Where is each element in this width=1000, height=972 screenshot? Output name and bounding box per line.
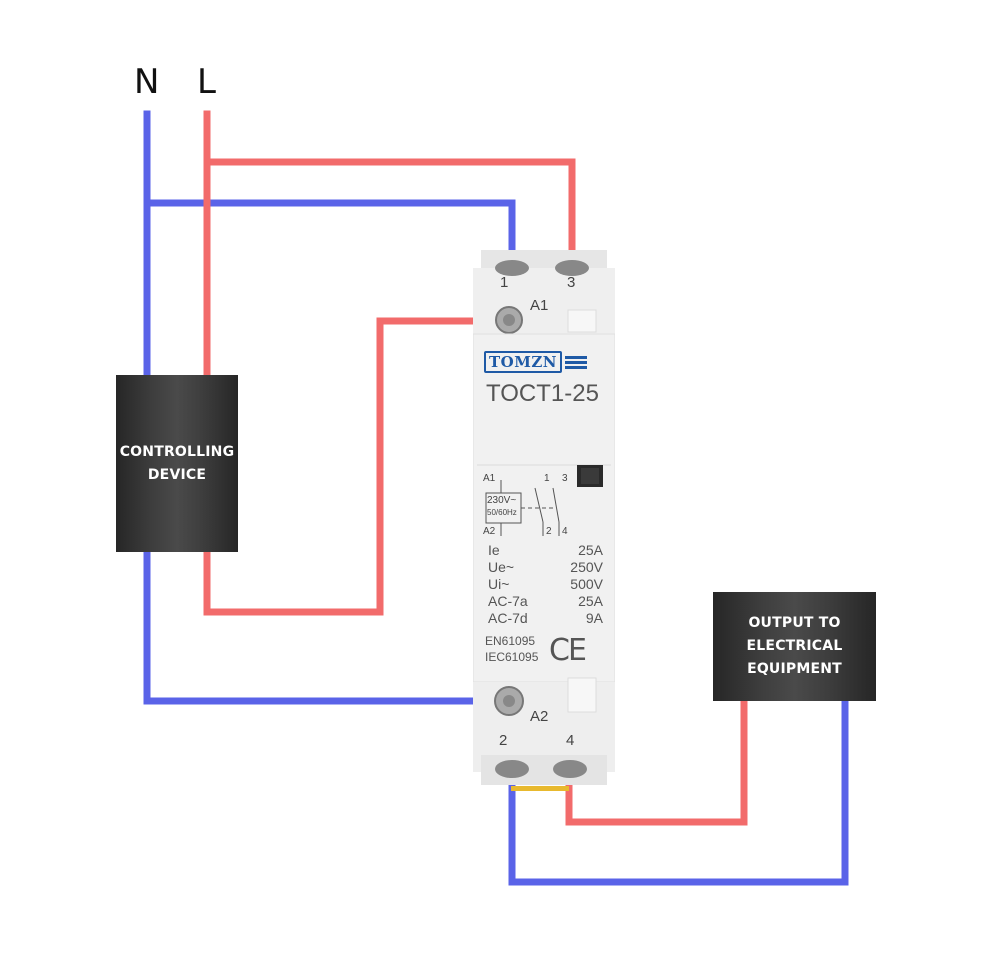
model-name: TOCT1-25 xyxy=(486,380,599,407)
output-device: OUTPUT TO ELECTRICAL EQUIPMENT xyxy=(713,592,876,701)
schematic-coil-freq: 50/60Hz xyxy=(487,508,517,517)
controlling-device-line2: DEVICE xyxy=(147,466,207,483)
output-device-line1: OUTPUT TO xyxy=(748,615,841,631)
schematic-a2: A2 xyxy=(483,526,496,537)
schematic-a1: A1 xyxy=(483,473,496,484)
contactor-body xyxy=(473,250,615,791)
terminal-3-label: 3 xyxy=(567,274,576,291)
wire-neutral-to-a2 xyxy=(143,546,509,705)
schematic-contact-2: 2 xyxy=(546,526,552,537)
schematic-contact-3: 3 xyxy=(562,473,568,484)
terminal-4-label: 4 xyxy=(566,732,575,749)
standard-en: EN61095 xyxy=(485,634,536,648)
brand-name: TOMZN xyxy=(484,351,562,373)
schematic-coil-voltage: 230V~ xyxy=(487,495,517,506)
schematic-contact-1: 1 xyxy=(544,473,550,484)
rating-row: Ue~250V xyxy=(488,559,603,575)
output-device-line2: ELECTRICAL xyxy=(746,638,843,654)
standard-iec: IEC61095 xyxy=(485,650,539,664)
output-device-line3: EQUIPMENT xyxy=(747,661,842,677)
wire-line-to-terminal-3 xyxy=(203,110,576,266)
schematic-lines xyxy=(485,480,560,536)
schematic-contact-4: 4 xyxy=(562,526,568,537)
standards: EN61095 IEC61095 xyxy=(485,633,538,665)
coil-schematic: A1 230V~ 50/60Hz A2 1 3 2 4 xyxy=(483,473,583,538)
wire-controller-to-a1 xyxy=(203,317,512,616)
controlling-device: CONTROLLING DEVICE xyxy=(116,375,238,552)
terminal-2-label: 2 xyxy=(499,732,508,749)
controlling-device-line1: CONTROLLING xyxy=(119,443,235,460)
contactor: 1 3 A1 TOMZN TOCT1-25 A1 230V~ 50/60Hz A… xyxy=(473,250,615,791)
wire-terminal-2-to-output xyxy=(508,696,849,886)
coil-a1-label: A1 xyxy=(530,297,549,314)
wire-terminal-4-to-output xyxy=(565,696,748,826)
coil-a2-label: A2 xyxy=(530,708,549,725)
line-label: L xyxy=(197,62,216,102)
brand-lines-icon xyxy=(565,354,587,371)
wire-neutral-to-terminal-1 xyxy=(143,110,516,266)
neutral-label: N xyxy=(134,62,160,102)
ce-mark-icon: CE xyxy=(549,633,587,668)
brand-logo: TOMZN xyxy=(484,351,587,373)
rating-row: Ui~500V xyxy=(488,576,603,592)
terminal-1-label: 1 xyxy=(500,274,509,291)
